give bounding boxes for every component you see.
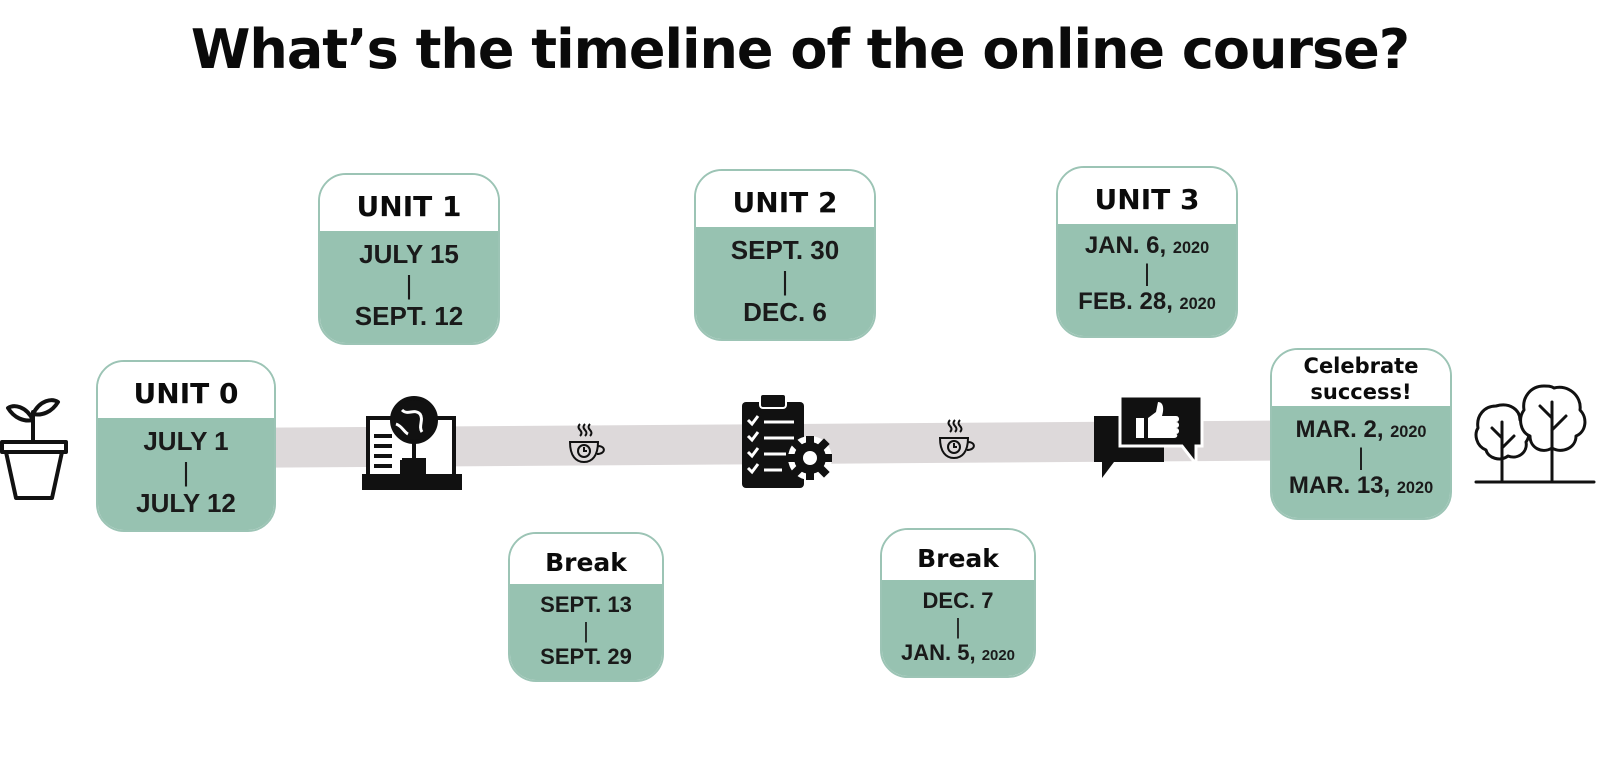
card-title-line-2: success! (1310, 380, 1412, 404)
start-date: JULY 15 (359, 239, 459, 269)
end-date: DEC. 6 (743, 297, 827, 327)
card-title: UNIT 0 (98, 362, 274, 418)
break-2-card: Break DEC. 7 | JAN. 5, 2020 (880, 528, 1036, 678)
date-separator: | (182, 457, 190, 487)
card-dates: DEC. 7 | JAN. 5, 2020 (882, 580, 1034, 676)
end-date: FEB. 28, 2020 (1078, 288, 1216, 315)
date-separator: | (405, 270, 413, 300)
date-separator: | (1357, 444, 1365, 471)
clipboard-gear-icon (738, 392, 838, 492)
card-title: Celebrate success! (1272, 350, 1450, 406)
end-date: SEPT. 29 (540, 644, 632, 669)
start-date: JAN. 6, 2020 (1084, 232, 1210, 259)
unit-2-card: UNIT 2 SEPT. 30 | DEC. 6 (694, 169, 876, 341)
seedling-pot-icon (0, 392, 72, 504)
unit-0-card: UNIT 0 JULY 1 | JULY 12 (96, 360, 276, 532)
page-title: What’s the timeline of the online course… (190, 18, 1410, 81)
coffee-break-icon (936, 416, 978, 462)
card-dates: JULY 15 | SEPT. 12 (320, 231, 498, 343)
start-date: MAR. 2, 2020 (1295, 416, 1427, 443)
card-dates: JULY 1 | JULY 12 (98, 418, 274, 530)
start-date: DEC. 7 (922, 588, 994, 613)
coffee-break-icon (566, 420, 608, 466)
card-dates: JAN. 6, 2020 | FEB. 28, 2020 (1058, 224, 1236, 336)
unit-1-card: UNIT 1 JULY 15 | SEPT. 12 (318, 173, 500, 345)
end-date: JULY 12 (136, 488, 236, 518)
card-title: Break (882, 530, 1034, 580)
end-date: JAN. 5, 2020 (901, 640, 1015, 665)
start-date: JULY 1 (143, 426, 229, 456)
date-separator: | (1143, 260, 1151, 287)
date-separator: | (781, 266, 789, 296)
break-1-card: Break SEPT. 13 | SEPT. 29 (508, 532, 664, 682)
card-dates: SEPT. 13 | SEPT. 29 (510, 584, 662, 680)
card-title-line-1: Celebrate (1303, 354, 1419, 378)
card-dates: MAR. 2, 2020 | MAR. 13, 2020 (1272, 406, 1450, 518)
card-title: UNIT 1 (320, 175, 498, 231)
celebrate-card: Celebrate success! MAR. 2, 2020 | MAR. 1… (1270, 348, 1452, 520)
end-date: SEPT. 12 (354, 301, 464, 331)
chat-thumbs-up-icon (1092, 394, 1204, 480)
end-date: MAR. 13, 2020 (1288, 472, 1434, 499)
start-date: SEPT. 30 (730, 235, 840, 265)
card-title: Break (510, 534, 662, 584)
date-separator: | (955, 614, 961, 639)
card-title: UNIT 2 (696, 171, 874, 227)
date-separator: | (583, 618, 589, 643)
trees-icon (1472, 376, 1596, 488)
card-dates: SEPT. 30 | DEC. 6 (696, 227, 874, 339)
start-date: SEPT. 13 (540, 592, 632, 617)
unit-3-card: UNIT 3 JAN. 6, 2020 | FEB. 28, 2020 (1056, 166, 1238, 338)
card-title: UNIT 3 (1058, 168, 1236, 224)
globe-laptop-icon (362, 396, 462, 492)
